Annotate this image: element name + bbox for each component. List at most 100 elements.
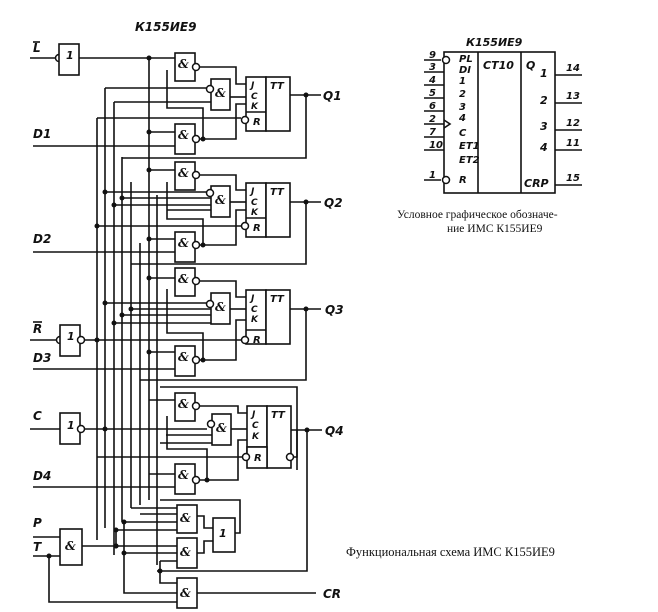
svg-text:&: & [215, 300, 226, 314]
svg-text:1: 1 [67, 330, 75, 343]
svg-text:C: C [252, 421, 259, 431]
not-gate-l [58, 43, 80, 76]
svg-text:&: & [65, 539, 76, 553]
svg-text:C: C [251, 305, 258, 315]
stage-4: & & & J C K R TT C 1 [30, 392, 344, 572]
svg-text:&: & [180, 545, 191, 559]
symbol-function: CT10 [483, 59, 514, 72]
symbol-input-label: C [459, 128, 467, 139]
svg-text:&: & [215, 193, 226, 207]
and-gate-carry-a [176, 504, 198, 534]
svg-text:J: J [250, 410, 256, 420]
symbol-input-label: PL [459, 54, 473, 65]
symbol-input-label: 4 [458, 113, 466, 124]
svg-text:J: J [249, 294, 255, 304]
svg-text:J: J [249, 81, 255, 91]
svg-text:TT: TT [270, 81, 285, 92]
svg-text:&: & [178, 166, 189, 180]
input-l: L 1 [30, 41, 175, 76]
stage-1: & & & J C K R TT D1 Q1 [33, 52, 342, 159]
svg-text:1: 1 [429, 170, 436, 181]
symbol-caption-line1: Условное графическое обозначе- [397, 209, 558, 221]
svg-text:J: J [249, 187, 255, 197]
flipflop-2 [265, 182, 291, 238]
svg-text:&: & [178, 350, 189, 364]
symbol-input-pin: 3 [424, 62, 444, 73]
svg-text:3: 3 [540, 120, 548, 133]
functional-title: К155ИЕ9 [135, 20, 196, 34]
symbol-input-pin: 6 [424, 101, 444, 112]
and-gate-pt [59, 528, 83, 566]
carry-logic: P T & & & 1 & CR [33, 499, 341, 609]
svg-text:C: C [251, 198, 258, 208]
label-d4: D4 [33, 469, 51, 483]
svg-text:TT: TT [270, 187, 285, 198]
label-t: T [33, 540, 42, 554]
svg-text:&: & [180, 586, 191, 600]
label-c: C [33, 409, 42, 423]
svg-text:3: 3 [429, 62, 436, 73]
symbol-input-label: 3 [459, 102, 466, 113]
or-symbol: 1 [219, 527, 227, 540]
label-l: L [33, 41, 41, 55]
symbol-caption-line2: ние ИМС К155ИЕ9 [447, 223, 543, 235]
symbol-input-pin: 9 [424, 50, 451, 65]
svg-text:R: R [253, 117, 261, 128]
svg-text:13: 13 [566, 91, 580, 102]
svg-text:K: K [251, 315, 259, 325]
svg-text:K: K [251, 102, 259, 112]
svg-text:TT: TT [271, 410, 286, 421]
symbol-title: К155ИЕ9 [466, 36, 523, 49]
svg-text:&: & [178, 272, 189, 286]
output-q3: Q3 [325, 303, 344, 317]
symbol-output-pin: 3 12 [540, 118, 582, 133]
symbol-input-pin: 4 [424, 75, 444, 86]
svg-text:11: 11 [566, 138, 580, 149]
svg-text:12: 12 [566, 118, 580, 129]
output-q2: Q2 [324, 196, 343, 210]
svg-text:K: K [252, 432, 260, 442]
ic-symbol: К155ИЕ9 CT10 Q PLDI1234CET1ET2R934562710… [424, 36, 582, 194]
svg-text:C: C [251, 92, 258, 102]
output-q4: Q4 [325, 424, 344, 438]
svg-text:R: R [253, 223, 261, 234]
symbol-input-pin: 1 [424, 170, 451, 185]
svg-text:&: & [178, 397, 189, 411]
symbol-input-pin: 2 [424, 114, 452, 129]
svg-text:R: R [254, 453, 262, 464]
symbol-input-label: DI [459, 65, 471, 76]
or-gate-carry [212, 517, 236, 553]
svg-text:10: 10 [429, 140, 443, 151]
svg-text:&: & [178, 128, 189, 142]
symbol-body [443, 51, 556, 194]
svg-text:R: R [253, 335, 261, 346]
svg-text:&: & [215, 86, 226, 100]
symbol-input-label: 1 [459, 76, 466, 87]
symbol-input-pin: 10 [424, 140, 444, 151]
output-cr: CR [323, 587, 341, 601]
and-gate-1b [210, 78, 231, 111]
svg-text:4: 4 [428, 75, 436, 86]
flipflop-1 [265, 76, 291, 132]
label-p: P [33, 516, 42, 530]
svg-text:TT: TT [270, 294, 285, 305]
symbol-input-pin: 7 [424, 127, 444, 138]
svg-text:K: K [251, 208, 259, 218]
functional-caption: Функциональная схема ИМС К155ИЕ9 [346, 545, 555, 559]
symbol-input-label: ET1 [459, 141, 480, 152]
symbol-input-label: R [459, 175, 467, 186]
flipflop-3 [265, 289, 291, 345]
svg-text:&: & [178, 468, 189, 482]
svg-text:14: 14 [566, 63, 580, 74]
symbol-q-header: Q [526, 59, 535, 72]
svg-text:&: & [180, 511, 191, 525]
label-d2: D2 [33, 232, 51, 246]
svg-text:6: 6 [429, 101, 436, 112]
symbol-input-label: 2 [459, 89, 466, 100]
label-d1: D1 [33, 127, 51, 141]
